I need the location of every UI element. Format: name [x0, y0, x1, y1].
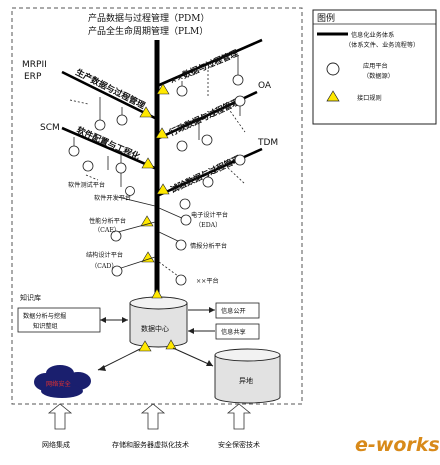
legend-item-interface: 接口规则 [357, 94, 382, 102]
remote-site-label: 异地 [239, 376, 253, 385]
network-security-cloud: 网络安全 [34, 365, 91, 398]
bottom-label-storage: 存储和服务器虚拟化技术 [112, 440, 189, 449]
platform-label-cad: 结构设计平台 [86, 251, 123, 259]
system-label-oa: OA [258, 81, 272, 91]
cloud-label: 网络安全 [46, 380, 72, 388]
knowledge-box [17, 307, 101, 333]
bottom-label-network: 网络集成 [42, 440, 70, 449]
legend: 图例 信息化业务体系 （体系文件、业务流程等） 应用平台 （数据源） 接口规则 [312, 9, 437, 125]
bottom-arrows [47, 403, 252, 430]
branch-xx-data: ××数据与过程管理 [156, 38, 263, 97]
system-label-scm: SCM [40, 123, 60, 133]
info-share-box [215, 323, 260, 340]
branch-label-production: 生产数据与过程管理 [74, 67, 148, 112]
branch-admin: 行政数据与过程管理 [155, 90, 258, 152]
info-public-label: 信息公开 [221, 307, 246, 315]
platform-eda: 电子设计平台 （EDA） [158, 207, 228, 229]
branch-label-admin: 行政数据与过程管理 [167, 96, 242, 139]
legend-title: 图例 [317, 12, 335, 24]
knowledge-box-line1: 数据分析与挖掘 [23, 312, 66, 320]
system-label-mrpii: MRPII [22, 60, 47, 70]
circle-icon [326, 62, 340, 76]
legend-item-platform: 应用平台 [363, 62, 388, 70]
legend-item-platform-sub: （数据源） [363, 72, 394, 80]
triangle-icon [326, 90, 340, 102]
branch-label-xx-data: ××数据与过程管理 [168, 48, 241, 87]
platform-intel: 情报分析平台 [158, 231, 227, 251]
info-public-box [215, 302, 260, 319]
legend-item-business-system-sub: （体系文件、业务流程等） [345, 41, 419, 49]
branch-label-test: 试验数据与过程管理 [169, 153, 243, 196]
knowledge-base-title: 知识库 [20, 293, 41, 302]
info-share-label: 信息共享 [221, 328, 246, 336]
platform-xx: ××平台 [158, 261, 219, 286]
platform-cad: 结构设计平台 （CAD） [86, 251, 156, 277]
title-plm: 产品全生命周期管理（PLM） [88, 25, 208, 37]
system-label-tdm: TDM [257, 138, 278, 148]
legend-item-business-system: 信息化业务体系 [351, 31, 394, 39]
platform-label-xx: ××平台 [196, 277, 219, 285]
title-pdm: 产品数据与过程管理（PDM） [88, 12, 210, 24]
platform-cae: 性能分析平台 （CAE） [89, 215, 156, 242]
platform-label-eda: 电子设计平台 [191, 211, 228, 219]
platform-label-intel: 情报分析平台 [190, 242, 227, 250]
platform-label-cad-sub: （CAD） [91, 263, 118, 270]
platform-label-cae-sub: （CAE） [94, 227, 120, 234]
knowledge-box-line2: 知识整组 [33, 322, 58, 330]
data-center-drum: 数据中心 [129, 296, 188, 348]
branch-production: 生产数据与过程管理 [61, 67, 158, 131]
watermark-logo: e-works [355, 434, 440, 456]
platform-label-eda-sub: （EDA） [195, 222, 221, 229]
platform-label-cae: 性能分析平台 [89, 217, 126, 225]
remote-site-drum: 异地 [214, 348, 281, 404]
branch-test: 试验数据与过程管理 [156, 147, 263, 210]
platform-label-software-test: 软件测试平台 [68, 181, 105, 189]
system-label-erp: ERP [24, 72, 42, 82]
bottom-label-security: 安全保密技术 [218, 440, 260, 449]
data-center-label: 数据中心 [141, 324, 169, 333]
platform-label-software-dev: 软件开发平台 [94, 194, 131, 202]
